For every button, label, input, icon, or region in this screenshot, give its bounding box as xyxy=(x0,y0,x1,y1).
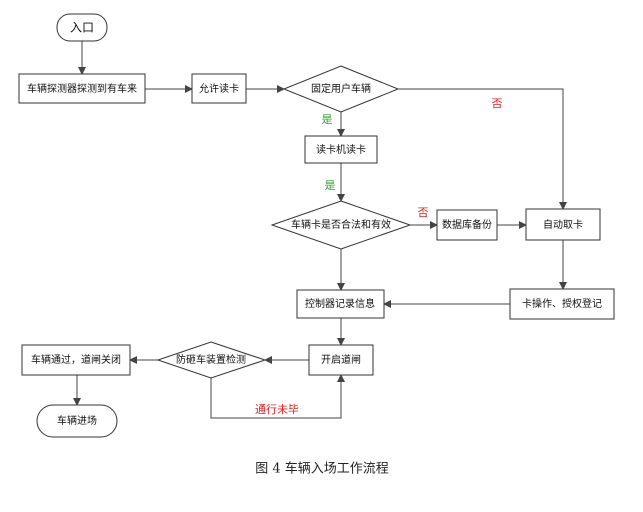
figure-caption: 图 4 车辆入场工作流程 xyxy=(255,461,389,477)
node-pass-close-label: 车辆通过，道闸关闭 xyxy=(31,353,121,366)
node-auto-card-label: 自动取卡 xyxy=(543,218,583,231)
edge-label-fixed-yes: 是 xyxy=(322,113,333,126)
node-reader-read-label: 读卡机读卡 xyxy=(316,143,366,156)
node-db-backup: 数据库备份 xyxy=(436,209,498,241)
node-detect: 车辆探测器探测到有车来 xyxy=(18,73,146,104)
node-fixed-user-label: 固定用户车辆 xyxy=(311,82,371,95)
node-detect-label: 车辆探测器探测到有车来 xyxy=(27,82,137,95)
edge-fixed-auto-no xyxy=(398,88,567,210)
node-ctrl-record: 控制器记录信息 xyxy=(296,289,385,319)
edges xyxy=(73,41,567,419)
node-enter: 车辆进场 xyxy=(36,404,118,438)
node-open-gate-label: 开启道闸 xyxy=(321,353,361,366)
node-open-gate: 开启道闸 xyxy=(308,344,374,376)
node-allow-read-label: 允许读卡 xyxy=(199,82,239,95)
node-anti-smash-label: 防砸车装置检测 xyxy=(176,353,246,366)
node-auto-card: 自动取卡 xyxy=(525,208,601,241)
node-card-valid: 车辆卡是否合法和有效 xyxy=(270,200,412,250)
node-entrance: 入口 xyxy=(56,13,108,42)
node-db-backup-label: 数据库备份 xyxy=(442,218,492,231)
edge-label-reader-yes: 是 xyxy=(325,179,336,192)
node-anti-smash: 防砸车装置检测 xyxy=(156,341,267,379)
edge-label-fixed-no: 否 xyxy=(492,97,503,110)
node-allow-read: 允许读卡 xyxy=(191,73,247,104)
node-pass-close: 车辆通过，道闸关闭 xyxy=(21,344,131,376)
node-card-op-label: 卡操作、授权登记 xyxy=(522,297,602,310)
node-ctrl-record-label: 控制器记录信息 xyxy=(305,297,375,310)
edge-antismash-open-loop xyxy=(210,374,345,419)
node-enter-label: 车辆进场 xyxy=(57,414,97,427)
node-card-valid-label: 车辆卡是否合法和有效 xyxy=(291,218,391,231)
edge-label-not-finished: 通行未毕 xyxy=(255,403,299,416)
node-entrance-label: 入口 xyxy=(70,21,94,35)
node-card-op: 卡操作、授权登记 xyxy=(509,288,615,320)
edge-label-valid-no: 否 xyxy=(418,206,429,219)
node-fixed-user: 固定用户车辆 xyxy=(282,65,400,113)
node-reader-read: 读卡机读卡 xyxy=(304,135,378,164)
